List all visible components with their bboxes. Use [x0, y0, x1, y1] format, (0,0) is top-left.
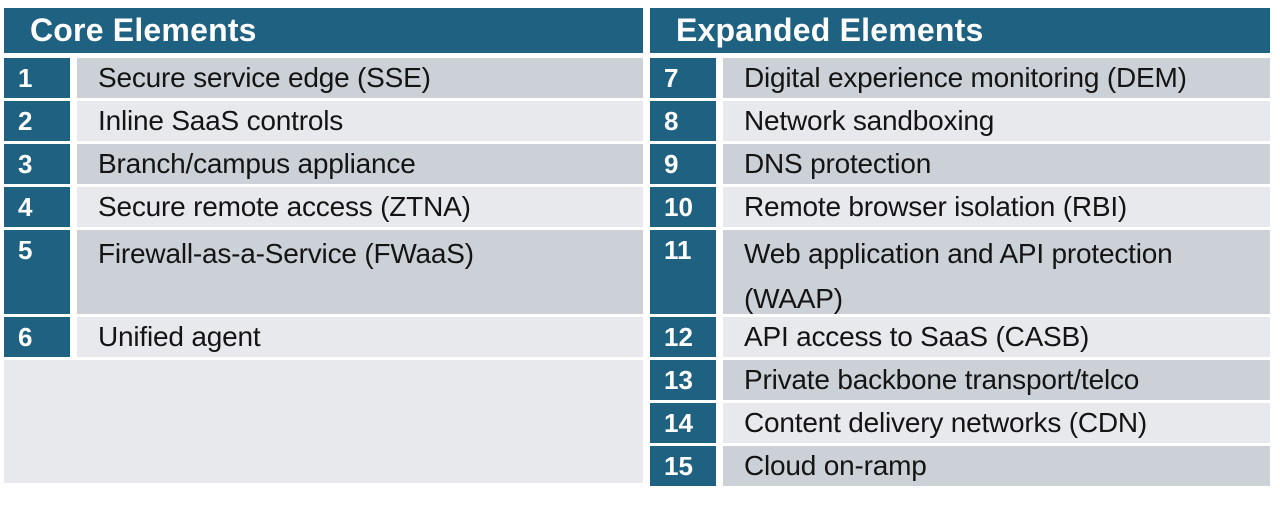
row-label: DNS protection — [723, 144, 1270, 184]
table-row: 5 Firewall-as-a-Service (FWaaS) — [4, 230, 643, 314]
row-number: 4 — [4, 187, 70, 227]
row-label: Secure remote access (ZTNA) — [77, 187, 643, 227]
row-number: 12 — [650, 317, 716, 357]
core-elements-rows: 1 Secure service edge (SSE) 2 Inline Saa… — [4, 58, 643, 357]
row-number: 8 — [650, 101, 716, 141]
table-row: 12 API access to SaaS (CASB) — [650, 317, 1270, 357]
row-number: 15 — [650, 446, 716, 486]
expanded-elements-table: Expanded Elements 7 Digital experience m… — [650, 8, 1270, 489]
row-number: 14 — [650, 403, 716, 443]
core-elements-header: Core Elements — [4, 8, 643, 53]
row-number: 2 — [4, 101, 70, 141]
row-label: API access to SaaS (CASB) — [723, 317, 1270, 357]
table-row: 1 Secure service edge (SSE) — [4, 58, 643, 98]
row-label: Branch/campus appliance — [77, 144, 643, 184]
core-elements-table: Core Elements 1 Secure service edge (SSE… — [4, 8, 643, 483]
table-row: 8 Network sandboxing — [650, 101, 1270, 141]
row-label: Private backbone transport/telco — [723, 360, 1270, 400]
row-number: 10 — [650, 187, 716, 227]
row-label: Secure service edge (SSE) — [77, 58, 643, 98]
row-number: 5 — [4, 230, 70, 314]
row-label: Cloud on-ramp — [723, 446, 1270, 486]
row-number: 9 — [650, 144, 716, 184]
table-row: 2 Inline SaaS controls — [4, 101, 643, 141]
core-elements-empty-cell — [4, 360, 643, 483]
row-label: Inline SaaS controls — [77, 101, 643, 141]
table-row: 11 Web application and API protection (W… — [650, 230, 1270, 314]
row-label: Digital experience monitoring (DEM) — [723, 58, 1270, 98]
row-label: Remote browser isolation (RBI) — [723, 187, 1270, 227]
row-number: 6 — [4, 317, 70, 357]
expanded-elements-header: Expanded Elements — [650, 8, 1270, 53]
table-row: 3 Branch/campus appliance — [4, 144, 643, 184]
row-number: 11 — [650, 230, 716, 314]
core-elements-title: Core Elements — [30, 12, 257, 48]
expanded-elements-title: Expanded Elements — [676, 12, 984, 48]
expanded-elements-rows: 7 Digital experience monitoring (DEM) 8 … — [650, 58, 1270, 486]
row-label: Firewall-as-a-Service (FWaaS) — [77, 230, 643, 314]
row-number: 13 — [650, 360, 716, 400]
row-label: Unified agent — [77, 317, 643, 357]
table-row: 15 Cloud on-ramp — [650, 446, 1270, 486]
row-label: Content delivery networks (CDN) — [723, 403, 1270, 443]
row-number: 7 — [650, 58, 716, 98]
table-row: 13 Private backbone transport/telco — [650, 360, 1270, 400]
row-number: 1 — [4, 58, 70, 98]
table-row: 14 Content delivery networks (CDN) — [650, 403, 1270, 443]
row-label: Network sandboxing — [723, 101, 1270, 141]
table-row: 10 Remote browser isolation (RBI) — [650, 187, 1270, 227]
table-row: 7 Digital experience monitoring (DEM) — [650, 58, 1270, 98]
table-row: 9 DNS protection — [650, 144, 1270, 184]
table-row: 4 Secure remote access (ZTNA) — [4, 187, 643, 227]
row-label: Web application and API protection (WAAP… — [723, 230, 1270, 314]
row-number: 3 — [4, 144, 70, 184]
table-row: 6 Unified agent — [4, 317, 643, 357]
